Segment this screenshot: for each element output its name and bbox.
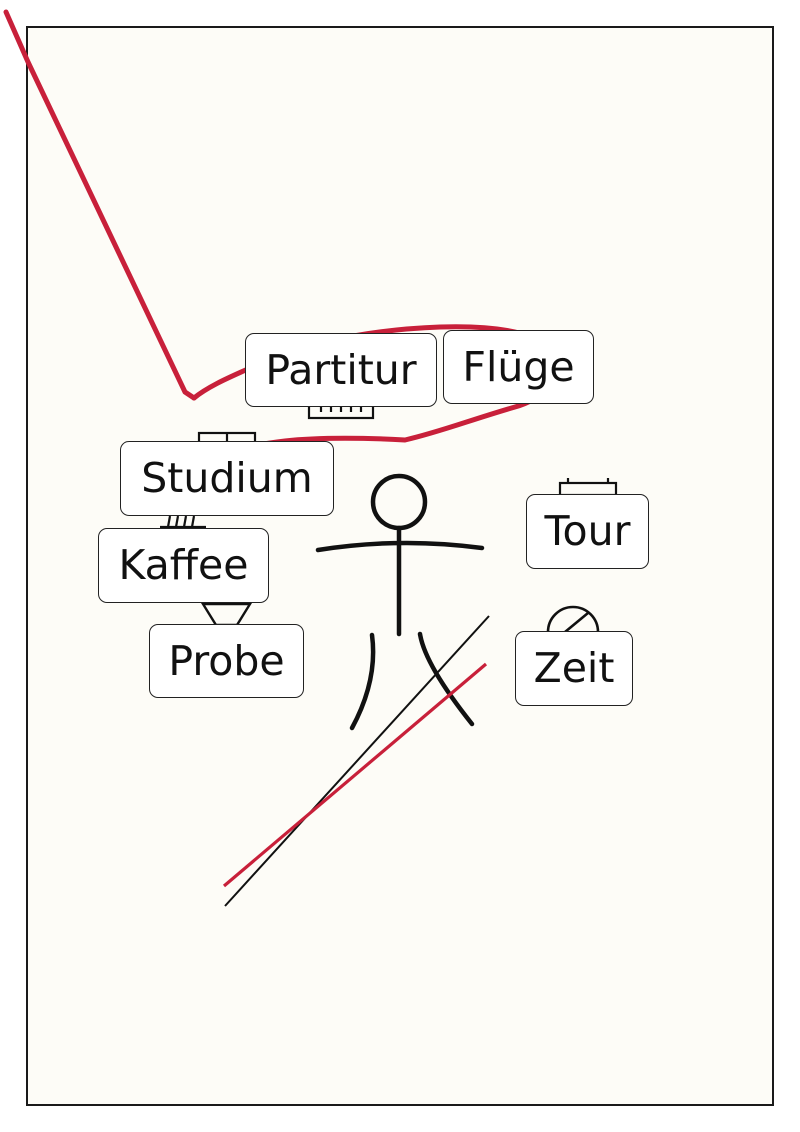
label-zeit-text: Zeit (533, 644, 615, 692)
red-path-line (3, 9, 197, 401)
figure-left-leg (349, 632, 376, 731)
label-studium: Studium (120, 441, 334, 516)
clock-icon (546, 605, 600, 634)
black-diagonal-line (224, 615, 490, 907)
coffee-icon (160, 515, 206, 529)
stick-figure (315, 473, 485, 731)
label-kaffee: Kaffee (98, 528, 269, 603)
label-kaffee-text: Kaffee (118, 541, 249, 589)
label-fluege-text: Flüge (462, 342, 575, 391)
label-studium-text: Studium (141, 454, 313, 502)
red-diagonal-line (222, 662, 488, 888)
label-zeit: Zeit (515, 631, 633, 706)
figure-arms (315, 540, 485, 553)
label-tour: Tour (526, 494, 649, 569)
label-partitur-text: Partitur (265, 345, 417, 394)
label-probe: Probe (149, 624, 304, 698)
label-probe-text: Probe (168, 636, 285, 685)
label-partitur: Partitur (245, 333, 437, 407)
label-tour-text: Tour (544, 507, 631, 555)
figure-right-leg (417, 631, 475, 727)
label-fluege: Flüge (443, 330, 594, 404)
